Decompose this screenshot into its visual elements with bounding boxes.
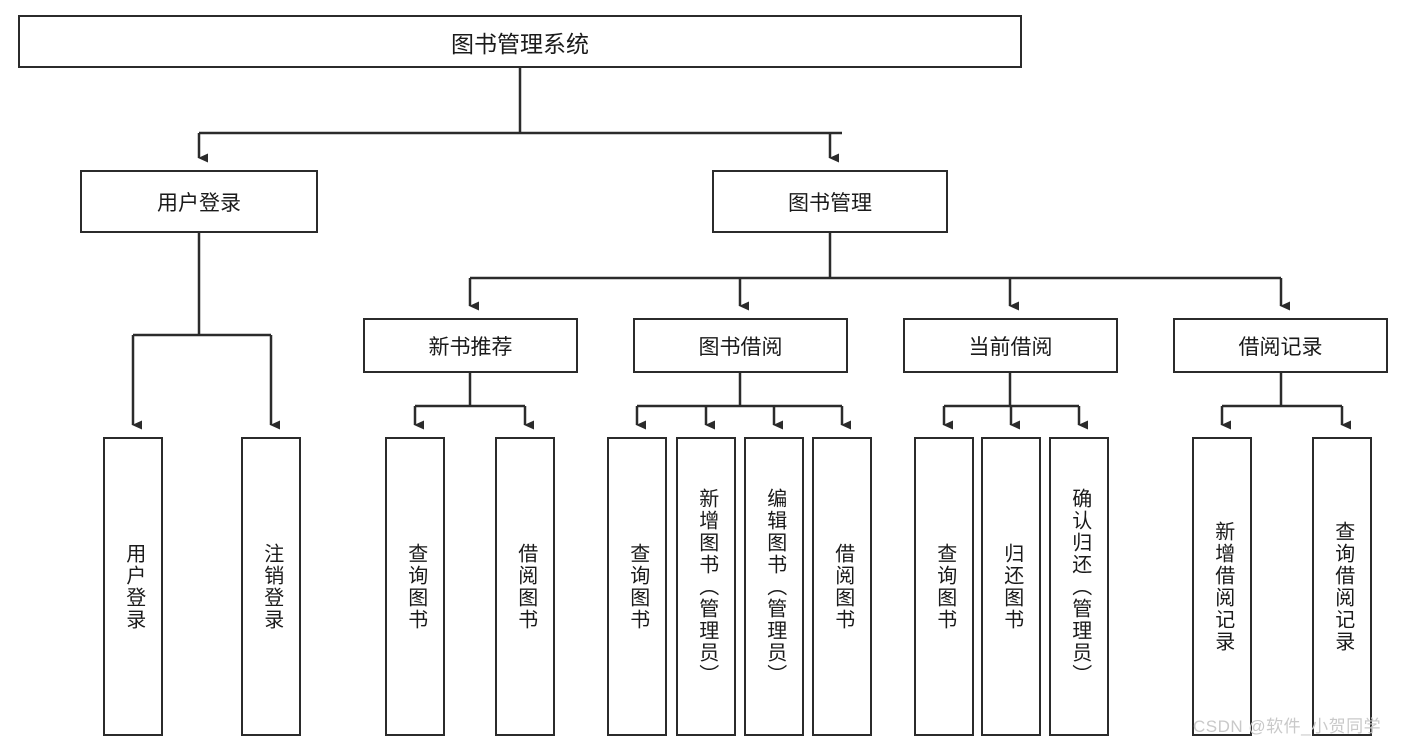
- leaf-borrow-edit-book-admin[interactable]: 编辑图书（管理员）: [744, 437, 804, 736]
- leaf-current-return-book[interactable]: 归还图书: [981, 437, 1041, 736]
- node-user-login[interactable]: 用户登录: [80, 170, 318, 233]
- leaf-label: 查询图书: [404, 542, 427, 631]
- node-label: 用户登录: [157, 191, 241, 215]
- leaf-record-query-record[interactable]: 查询借阅记录: [1312, 437, 1372, 736]
- leaf-user-login-signout[interactable]: 注销登录: [241, 437, 301, 736]
- leaf-label: 查询图书: [626, 542, 649, 631]
- node-book-management[interactable]: 图书管理: [712, 170, 948, 233]
- node-current-borrow[interactable]: 当前借阅: [903, 318, 1118, 373]
- node-label: 当前借阅: [968, 335, 1053, 359]
- leaf-label: 确认归还（管理员）: [1068, 487, 1091, 686]
- node-label: 图书借阅: [698, 335, 783, 359]
- leaf-label: 借阅图书: [514, 542, 537, 631]
- node-label: 图书管理系统: [451, 30, 589, 57]
- leaf-current-confirm-return-admin[interactable]: 确认归还（管理员）: [1049, 437, 1109, 736]
- leaf-user-login-signin[interactable]: 用户登录: [103, 437, 163, 736]
- leaf-label: 新增图书（管理员）: [695, 487, 718, 686]
- leaf-current-query-book[interactable]: 查询图书: [914, 437, 974, 736]
- leaf-label: 归还图书: [1000, 542, 1023, 631]
- leaf-label: 注销登录: [260, 542, 283, 631]
- leaf-recommend-borrow-book[interactable]: 借阅图书: [495, 437, 555, 736]
- node-root-system[interactable]: 图书管理系统: [18, 15, 1022, 68]
- leaf-label: 用户登录: [122, 542, 145, 631]
- node-new-book-recommend[interactable]: 新书推荐: [363, 318, 578, 373]
- leaf-label: 借阅图书: [831, 542, 854, 631]
- node-borrow-record[interactable]: 借阅记录: [1173, 318, 1388, 373]
- node-label: 新书推荐: [428, 335, 513, 359]
- leaf-label: 查询图书: [933, 542, 956, 631]
- leaf-borrow-query-book[interactable]: 查询图书: [607, 437, 667, 736]
- leaf-recommend-query-book[interactable]: 查询图书: [385, 437, 445, 736]
- leaf-label: 查询借阅记录: [1331, 520, 1354, 653]
- leaf-label: 编辑图书（管理员）: [763, 487, 786, 686]
- leaf-borrow-borrow-book[interactable]: 借阅图书: [812, 437, 872, 736]
- node-book-borrow[interactable]: 图书借阅: [633, 318, 848, 373]
- node-label: 图书管理: [788, 191, 872, 215]
- leaf-record-add-record[interactable]: 新增借阅记录: [1192, 437, 1252, 736]
- csdn-watermark: CSDN @软件_小贺同学: [1193, 717, 1382, 736]
- node-label: 借阅记录: [1238, 335, 1323, 359]
- leaf-borrow-add-book-admin[interactable]: 新增图书（管理员）: [676, 437, 736, 736]
- leaf-label: 新增借阅记录: [1211, 520, 1234, 653]
